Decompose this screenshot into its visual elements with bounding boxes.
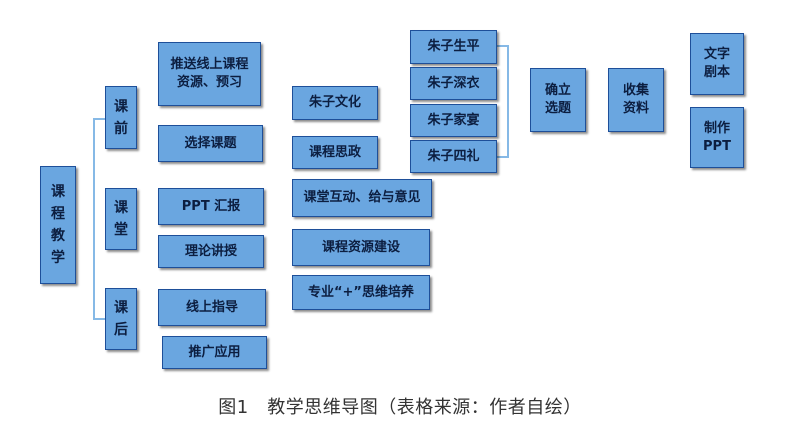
node-text-script: 文字 剧本 <box>690 33 744 95</box>
node-major-plus-thinking: 专业“+”思维培养 <box>292 275 430 310</box>
node-course-ideology: 课程思政 <box>292 136 378 169</box>
node-collect-materials: 收集 资料 <box>608 68 664 132</box>
node-zhuzi-clothing: 朱子深衣 <box>410 67 497 100</box>
node-confirm-topic: 确立 选题 <box>530 68 586 132</box>
node-choose-topic: 选择课题 <box>158 125 263 162</box>
connector-to-pre <box>93 118 105 120</box>
node-make-ppt: 制作 PPT <box>690 107 744 168</box>
node-online-guidance: 线上指导 <box>158 289 266 326</box>
node-promotion-application: 推广应用 <box>162 336 267 369</box>
stage-post-class: 课 后 <box>105 288 137 350</box>
figure-caption: 图1 教学思维导图（表格来源：作者自绘） <box>218 397 582 418</box>
node-zhuzi-culture: 朱子文化 <box>292 86 378 120</box>
node-zhuzi-banquet: 朱子家宴 <box>410 104 497 137</box>
node-class-interaction-feedback: 课堂互动、给与意见 <box>292 179 432 217</box>
root-node-course-teaching: 课 程 教 学 <box>40 166 76 284</box>
node-zhuzi-rites: 朱子四礼 <box>410 140 497 173</box>
connector-topics-top <box>497 45 509 47</box>
connector-to-post <box>93 318 105 320</box>
stage-in-class: 课 堂 <box>105 188 137 250</box>
stage-pre-class: 课 前 <box>105 86 137 149</box>
connector-topics-bottom <box>497 156 509 158</box>
node-theory-lecture: 理论讲授 <box>158 235 264 268</box>
node-ppt-report: PPT 汇报 <box>158 188 264 225</box>
node-course-resource-building: 课程资源建设 <box>292 229 430 266</box>
connector-root-vertical <box>93 118 95 320</box>
node-zhuzi-life: 朱子生平 <box>410 30 497 64</box>
node-push-online-resources: 推送线上课程 资源、预习 <box>158 42 261 106</box>
connector-topics-vertical <box>507 45 509 158</box>
